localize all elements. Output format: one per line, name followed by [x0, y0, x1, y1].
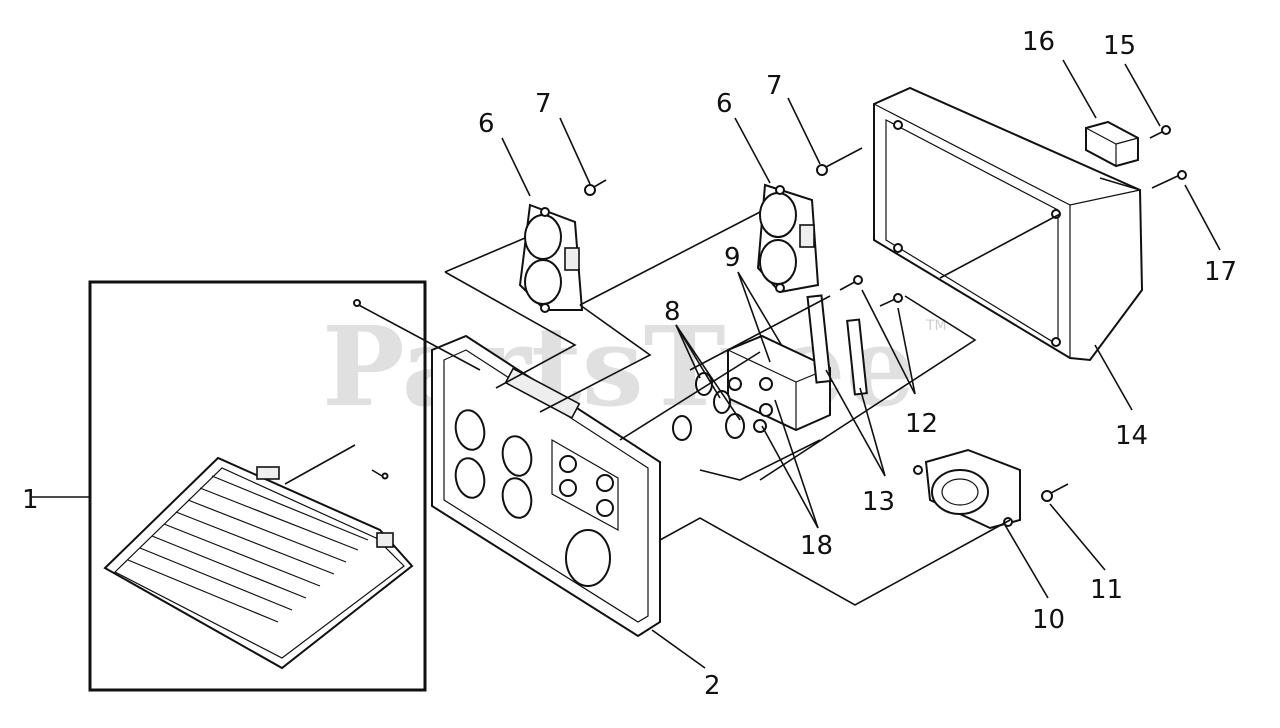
part-6-receptacle-right — [756, 183, 820, 294]
callout-9: 9 — [724, 243, 741, 273]
callout-1: 1 — [22, 485, 39, 515]
callout-7-right: 7 — [766, 71, 783, 101]
callout-2: 2 — [704, 671, 721, 701]
callout-7-left: 7 — [535, 89, 552, 119]
part-6-receptacle-left — [518, 203, 584, 313]
part-16-connector — [1085, 120, 1139, 168]
part-13-bars — [806, 294, 868, 396]
part-17-screw — [1151, 170, 1187, 189]
callout-11: 11 — [1090, 575, 1123, 605]
callout-18: 18 — [800, 531, 833, 561]
callout-8: 8 — [664, 297, 681, 327]
watermark-trademark: TM — [925, 318, 947, 334]
callout-leaders — [501, 59, 1221, 599]
part-2-panel — [431, 334, 706, 669]
part-7-nut-right — [816, 147, 863, 176]
callout-17: 17 — [1204, 257, 1237, 287]
part-10-twistlock — [913, 448, 1021, 530]
callout-16: 16 — [1022, 27, 1055, 57]
callout-15: 15 — [1103, 31, 1136, 61]
callout-14: 14 — [1115, 421, 1148, 451]
callout-6-left: 6 — [478, 109, 495, 139]
part-14-housing — [873, 86, 1144, 362]
panel-bolt — [353, 299, 481, 480]
part-11-nut — [1041, 483, 1069, 502]
callout-10: 10 — [1032, 605, 1065, 635]
part-12-screws — [839, 275, 903, 307]
callout-labels: 1 2 6 7 6 7 8 9 10 11 12 13 14 15 16 17 … — [22, 27, 1237, 701]
callout-6-right: 6 — [716, 89, 733, 119]
part-15-screw — [1149, 125, 1171, 139]
part-7-nut-left — [584, 179, 607, 196]
part-1-cover — [32, 280, 427, 692]
assembly-guide-lines — [444, 177, 1141, 606]
callout-13: 13 — [862, 487, 895, 517]
callout-12: 12 — [905, 409, 938, 439]
